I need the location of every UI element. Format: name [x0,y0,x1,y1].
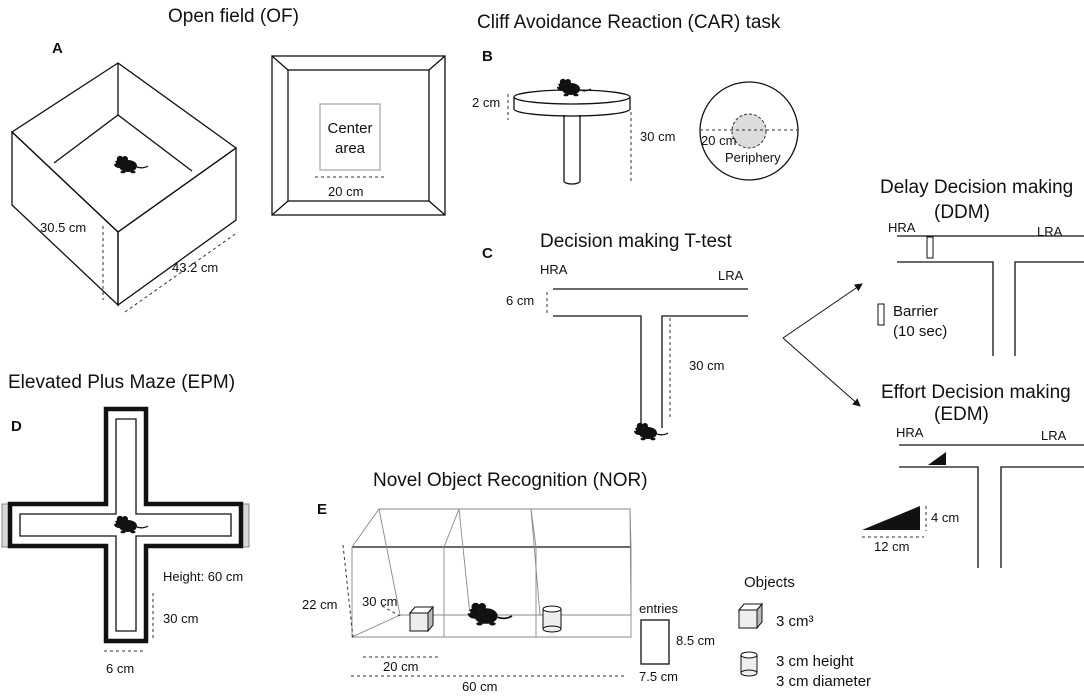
cylinder-label-line2: 3 cm diameter [776,673,871,690]
mouse-icon [633,422,669,441]
mouse-icon [113,155,149,174]
center-area-label-line1: Center [327,120,372,137]
cylinder-legend-icon [740,651,758,677]
barrier-legend-icon [877,303,885,326]
arrow-to-edm [782,337,861,407]
panel-c-title: Decision making T-test [540,231,733,252]
cube-legend-icon [737,602,764,630]
ramp-height-label: 4 cm [931,510,959,525]
edm-panel: Effort Decision making (EDM) HRA LRA 4 c… [862,382,1084,568]
cylinder-object [542,605,562,633]
periphery-label: Periphery [725,150,781,165]
ddm-barrier-in-maze [926,236,934,259]
entries-label: entries [639,601,679,616]
entry-height-label: 8.5 cm [676,633,715,648]
c-lra-label: LRA [718,268,744,283]
center-area-label-line2: area [335,140,366,157]
cube-label: 3 cm³ [776,613,814,630]
nor-total-length-label: 60 cm [462,679,497,694]
panel-d-letter: D [11,418,22,435]
objects-heading: Objects [744,574,795,591]
edm-title-line1: Effort Decision making [881,382,1071,403]
nor-depth-label: 30 cm [362,594,397,609]
edm-hra-label: HRA [896,425,924,440]
car-center-diameter-label: 20 cm [701,133,736,148]
mouse-icon [556,78,592,97]
open-field-top-view [271,55,446,216]
ramp-length-label: 12 cm [874,539,909,554]
edm-title-line2: (EDM) [934,404,989,425]
barrier-label-line2: (10 sec) [893,323,947,340]
ramp-in-maze [928,452,946,465]
cylinder-label-line1: 3 cm height [776,653,854,670]
cube-object [408,605,435,633]
panel-c-letter: C [482,245,493,262]
ddm-lra-label: LRA [1037,224,1063,239]
panel-e-title: Novel Object Recognition (NOR) [373,470,648,491]
nor-chamber-label: 20 cm [383,659,418,674]
edm-lra-label: LRA [1041,428,1067,443]
center-size-label: 20 cm [328,184,363,199]
panel-a-title: Open field (OF) [168,6,299,27]
entry-width-label: 7.5 cm [639,669,678,684]
epm-height-label: Height: 60 cm [163,569,243,584]
panel-a: Open field (OF) A 30.5 cm 43.2 cm Center… [10,6,446,313]
nor-height-label: 22 cm [302,597,337,612]
ramp-legend-icon [862,506,920,530]
c-width-label: 6 cm [506,293,534,308]
center-zone [731,113,767,149]
of-height-label: 30.5 cm [40,220,86,235]
epm-arm-width-label: 6 cm [106,661,134,676]
ddm-hra-label: HRA [888,220,916,235]
arrow-to-ddm [782,283,863,339]
of-length-label: 43.2 cm [172,260,218,275]
panel-b-letter: B [482,48,493,65]
open-field-box-3d [10,62,238,307]
car-height-label: 30 cm [640,129,675,144]
epm-arm-length-label: 30 cm [163,611,198,626]
edm-t-maze [899,444,1084,568]
barrier-label-line1: Barrier [893,303,938,320]
mouse-icon [466,601,513,627]
panel-e-letter: E [317,501,327,518]
panel-b-title: Cliff Avoidance Reaction (CAR) task [477,12,781,33]
c-stem-label: 30 cm [689,358,724,373]
panel-a-letter: A [52,40,63,57]
panel-b: Cliff Avoidance Reaction (CAR) task B 2 … [472,12,799,185]
entry-opening [640,619,670,665]
c-hra-label: HRA [540,262,568,277]
panel-d: Elevated Plus Maze (EPM) D Height: 60 cm… [1,372,250,676]
cliff-platform [513,89,631,185]
ddm-title-line2: (DDM) [934,202,990,223]
ddm-title-line1: Delay Decision making [880,177,1073,198]
ddm-panel: Delay Decision making (DDM) HRA LRA Barr… [877,177,1084,356]
panel-e: Novel Object Recognition (NOR) E [302,470,871,694]
car-thickness-label: 2 cm [472,95,500,110]
panel-c: Decision making T-test C HRA LRA 6 cm 30… [482,231,863,441]
cliff-top-view [699,81,799,181]
panel-d-title: Elevated Plus Maze (EPM) [8,372,235,393]
t-maze [553,288,748,428]
ddm-t-maze [897,235,1084,356]
center-area-zone [319,103,381,171]
nor-arena-3d [351,508,632,638]
